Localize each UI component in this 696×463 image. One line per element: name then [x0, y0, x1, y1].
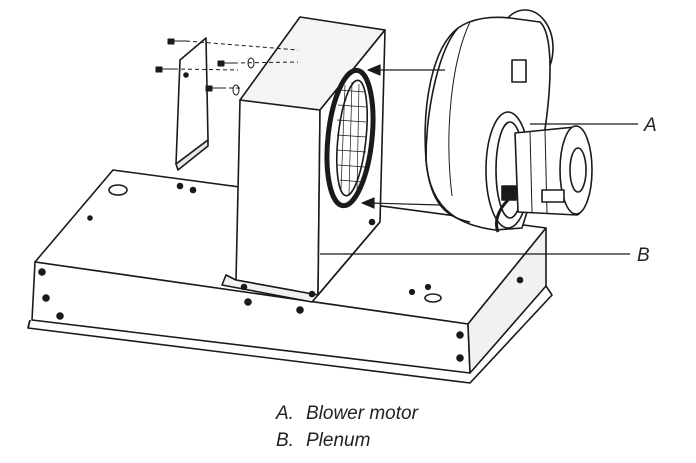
legend-text: Blower motor [306, 403, 418, 424]
callout-a: A [643, 115, 657, 136]
cover-plate [175, 37, 209, 171]
legend: A. Blower motor B. Plenum [276, 400, 418, 454]
screw-icon [155, 66, 174, 73]
assembly-arrows [361, 64, 445, 209]
callout-b: B [637, 245, 650, 266]
legend-text: Plenum [306, 430, 371, 451]
blower-motor [424, 9, 593, 233]
screw-icon [217, 60, 234, 67]
legend-key: A. [276, 403, 294, 424]
plenum [221, 16, 386, 303]
screw-icon [205, 85, 222, 92]
mounting-screws [155, 38, 299, 96]
legend-item-blower-motor: A. Blower motor [276, 400, 418, 427]
legend-key: B. [276, 430, 294, 451]
screw-icon [167, 38, 186, 45]
legend-item-plenum: B. Plenum [276, 427, 418, 454]
